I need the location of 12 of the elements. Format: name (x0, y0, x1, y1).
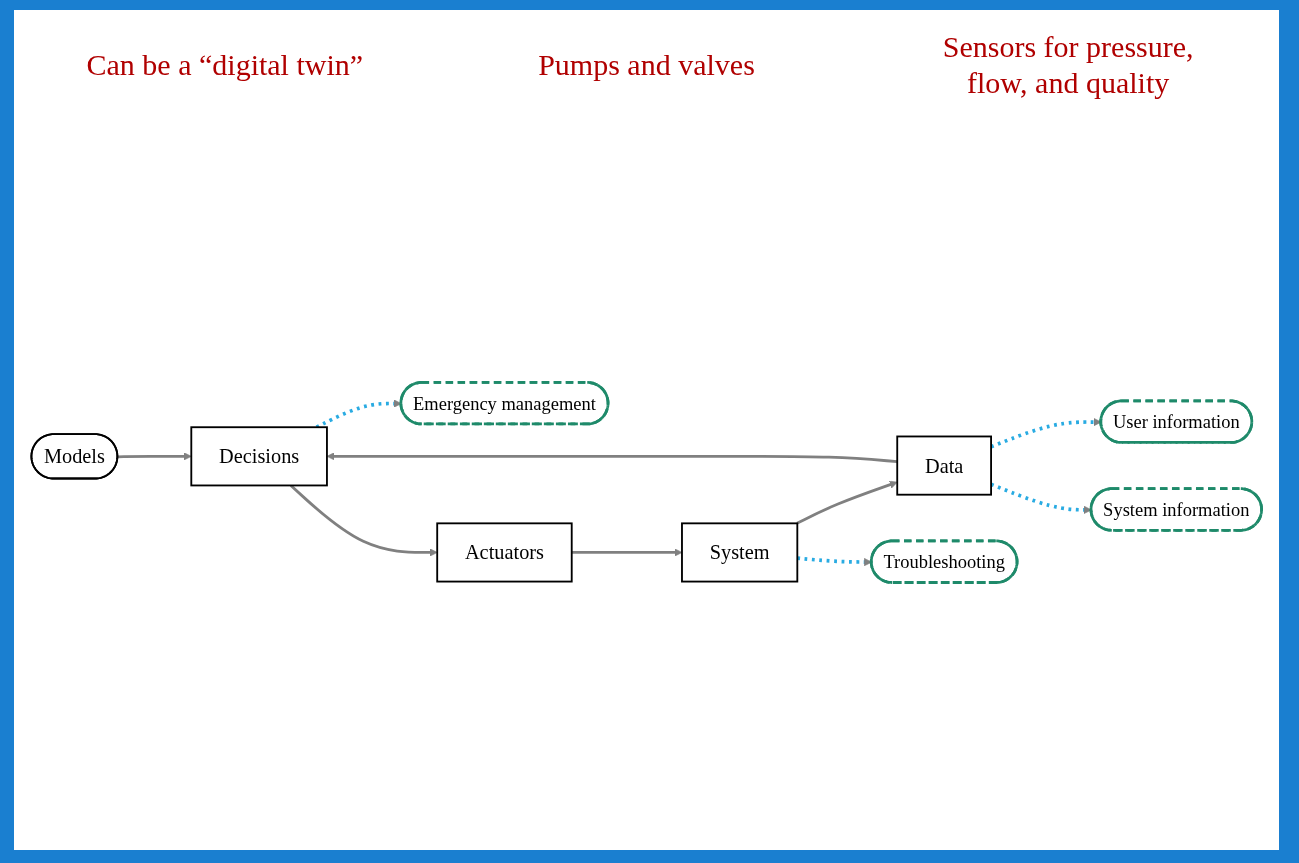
arrow (315, 399, 402, 429)
node-box: Data (896, 435, 992, 496)
arrow (289, 484, 438, 557)
node-box: Actuators (436, 522, 573, 583)
arrow (117, 452, 192, 461)
arrow (796, 480, 898, 525)
note-text: Pumps and valves (537, 47, 756, 83)
node-box: System (681, 522, 799, 583)
arrow (326, 452, 898, 464)
note-text: Sensors for pressure, flow, and quality (941, 29, 1195, 101)
node-box: Decisions (190, 426, 328, 487)
note-text: Can be a “digital twin” (85, 47, 365, 83)
